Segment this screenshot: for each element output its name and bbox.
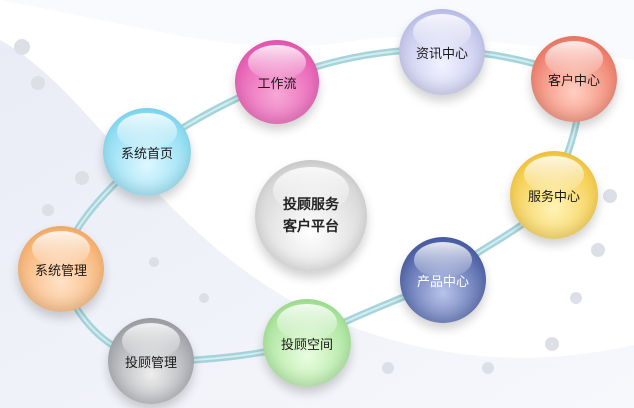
customer-center-label: 客户中心 [547, 73, 600, 89]
info-center-label: 资讯中心 [415, 46, 468, 62]
advisor-space-node[interactable]: 投顾空间 [263, 299, 351, 387]
system-home-label: 系统首页 [120, 146, 173, 162]
system-management-label: 系统管理 [34, 263, 87, 279]
platform-center-label: 投顾服务 客户平台 [283, 194, 339, 238]
info-center-node[interactable]: 资讯中心 [399, 9, 485, 95]
customer-center-node[interactable]: 客户中心 [531, 36, 617, 122]
background-swoosh-upper [0, 0, 634, 60]
system-management-node[interactable]: 系统管理 [18, 226, 104, 312]
system-home-node[interactable]: 系统首页 [103, 108, 191, 196]
workflow-label: 工作流 [257, 76, 297, 92]
service-center-node[interactable]: 服务中心 [510, 151, 598, 239]
connection-ring-highlight [59, 48, 580, 363]
service-center-label: 服务中心 [527, 189, 580, 205]
product-center-node[interactable]: 产品中心 [400, 237, 486, 323]
platform-center-line1: 投顾服务 [283, 197, 339, 213]
advisor-space-label: 投顾空间 [280, 337, 333, 353]
background-swoosh [0, 40, 634, 408]
platform-center-node[interactable]: 投顾服务 客户平台 [255, 160, 367, 272]
advisor-management-label: 投顾管理 [124, 355, 177, 371]
background-dots [14, 39, 617, 374]
workflow-node[interactable]: 工作流 [235, 40, 319, 124]
advisor-management-node[interactable]: 投顾管理 [108, 318, 194, 404]
platform-center-line2: 客户平台 [283, 219, 339, 235]
product-center-label: 产品中心 [416, 274, 469, 290]
